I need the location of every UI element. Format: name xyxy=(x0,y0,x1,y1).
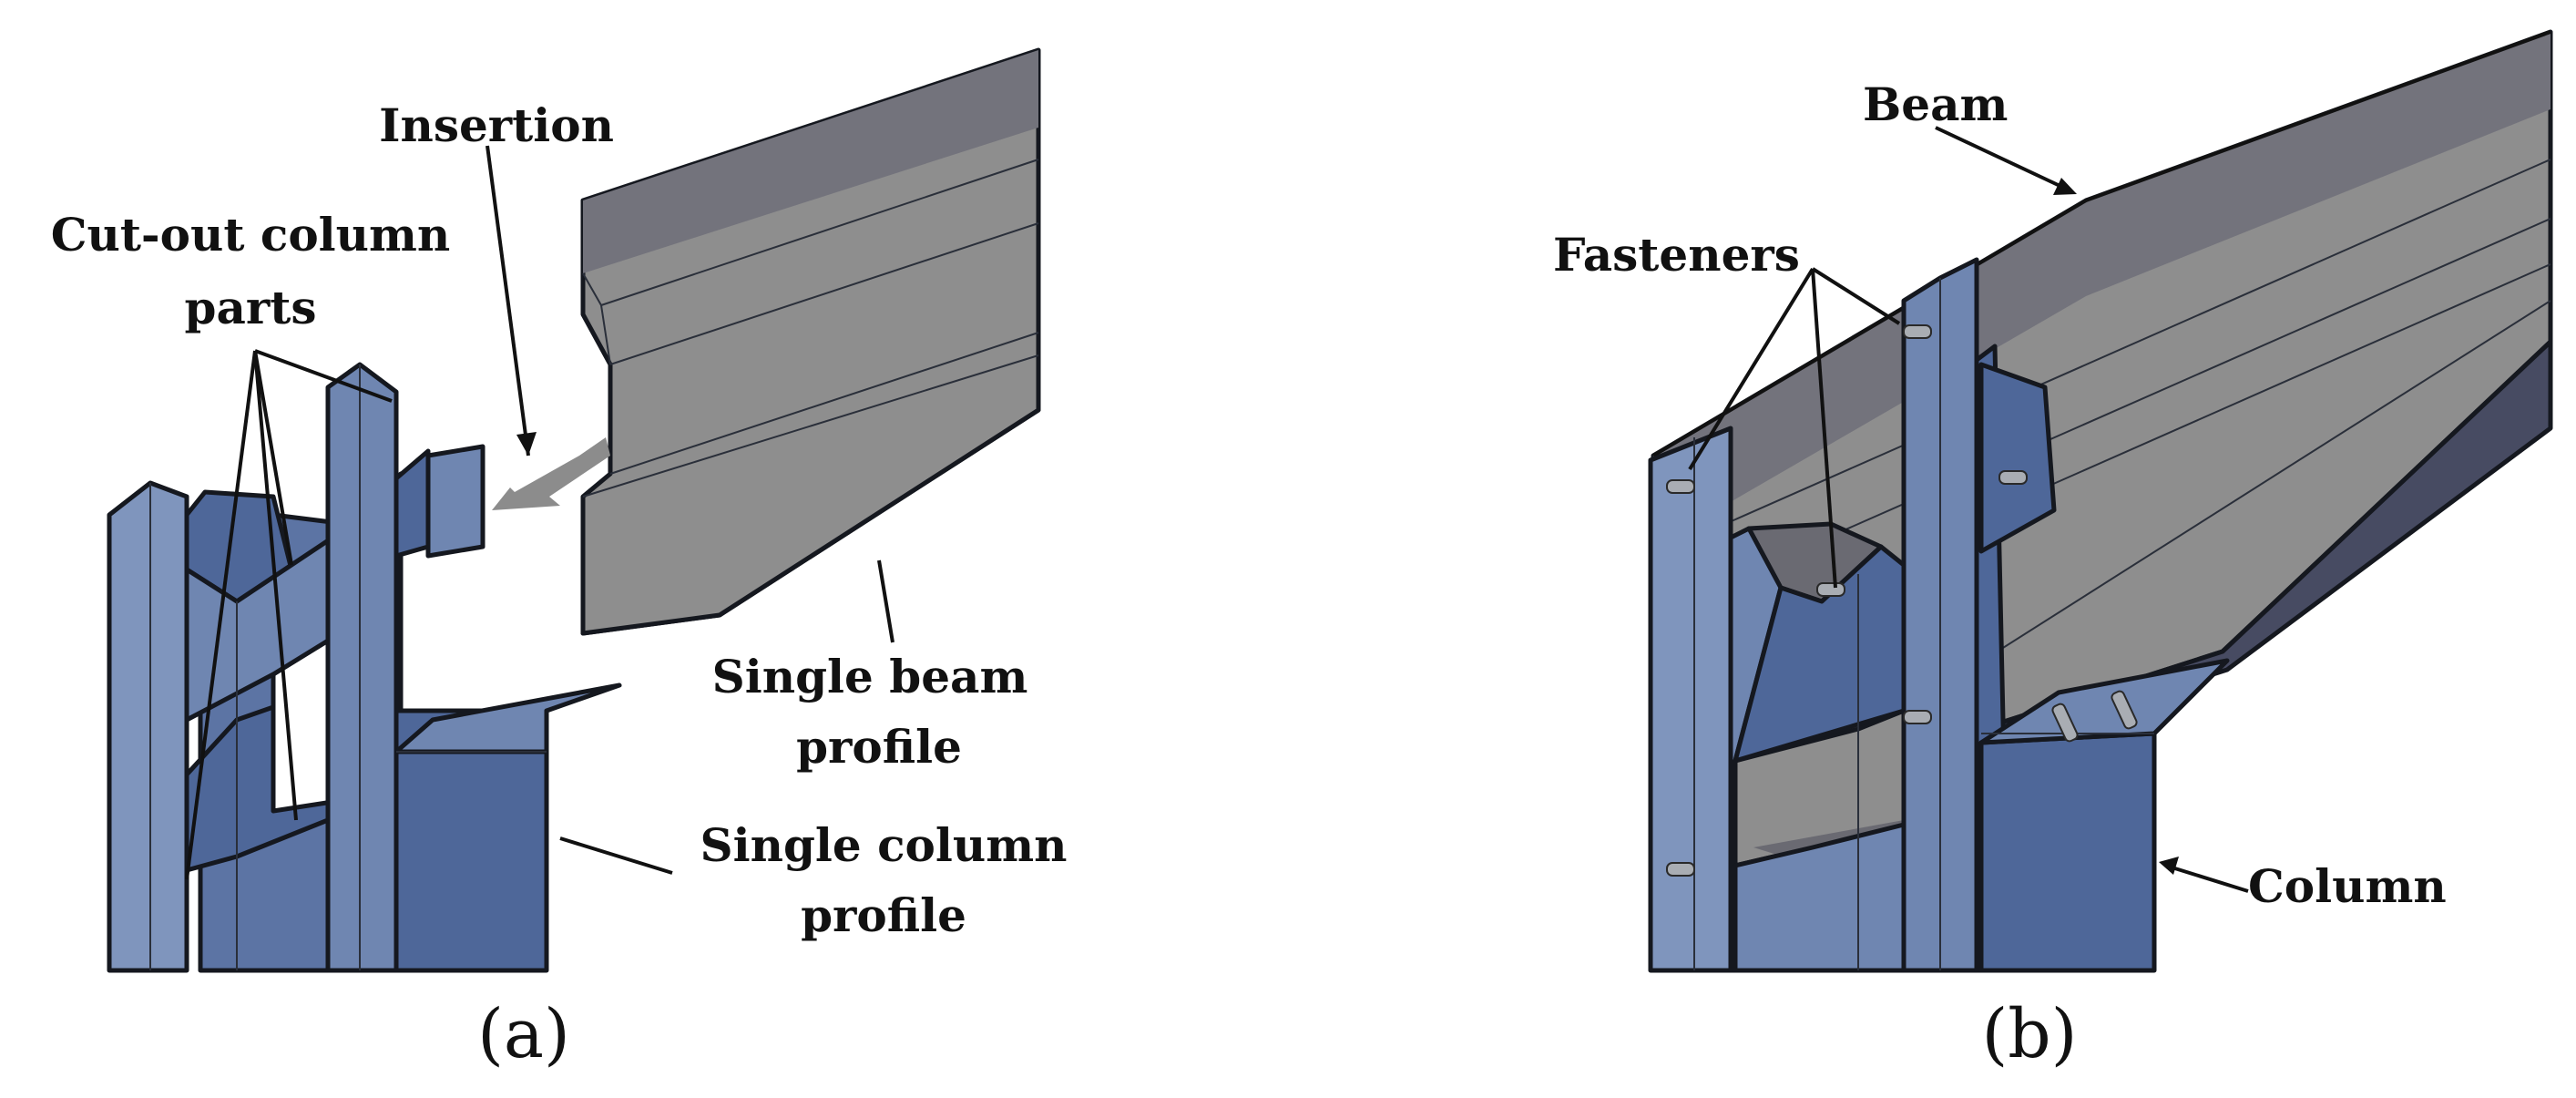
fastener xyxy=(1998,470,2028,485)
leaders-a xyxy=(185,145,894,880)
column-assembly-a xyxy=(107,362,622,973)
label-single-beam-line2: profile xyxy=(796,720,962,774)
beam-arrowhead xyxy=(2053,178,2077,195)
caption-a: (a) xyxy=(477,995,570,1073)
column-arrowhead xyxy=(2159,857,2179,875)
label-cut-out-line1: Cut-out column xyxy=(51,208,451,262)
label-cut-out-line2: parts xyxy=(185,281,317,334)
label-column: Column xyxy=(2248,859,2447,913)
single-beam-profile xyxy=(580,47,1041,636)
label-single-column-line1: Single column xyxy=(700,818,1067,872)
label-single-beam-line1: Single beam xyxy=(712,650,1028,703)
insertion-arrowhead xyxy=(516,432,537,456)
fasteners-b xyxy=(1666,324,2138,877)
label-insertion: Insertion xyxy=(379,98,614,152)
fastener xyxy=(1666,862,1695,877)
label-single-column-line2: profile xyxy=(801,888,966,942)
label-fasteners: Fasteners xyxy=(1553,228,1800,282)
caption-b: (b) xyxy=(1981,995,2077,1073)
fastener xyxy=(1816,582,1845,597)
fastener xyxy=(2051,703,2079,743)
leaders-b xyxy=(1688,126,2249,893)
label-beam: Beam xyxy=(1863,77,2008,131)
fastener xyxy=(1666,479,1695,494)
fastener xyxy=(1903,324,1932,339)
panel-b: Beam Fasteners Column (b) xyxy=(1553,29,2553,1073)
fastener xyxy=(1903,710,1932,724)
column-assembly-b xyxy=(1648,257,2230,973)
panel-a: Insertion Cut-out column parts Single be… xyxy=(51,47,1068,1073)
fastener xyxy=(2111,690,2138,730)
insertion-arrow xyxy=(492,437,610,510)
